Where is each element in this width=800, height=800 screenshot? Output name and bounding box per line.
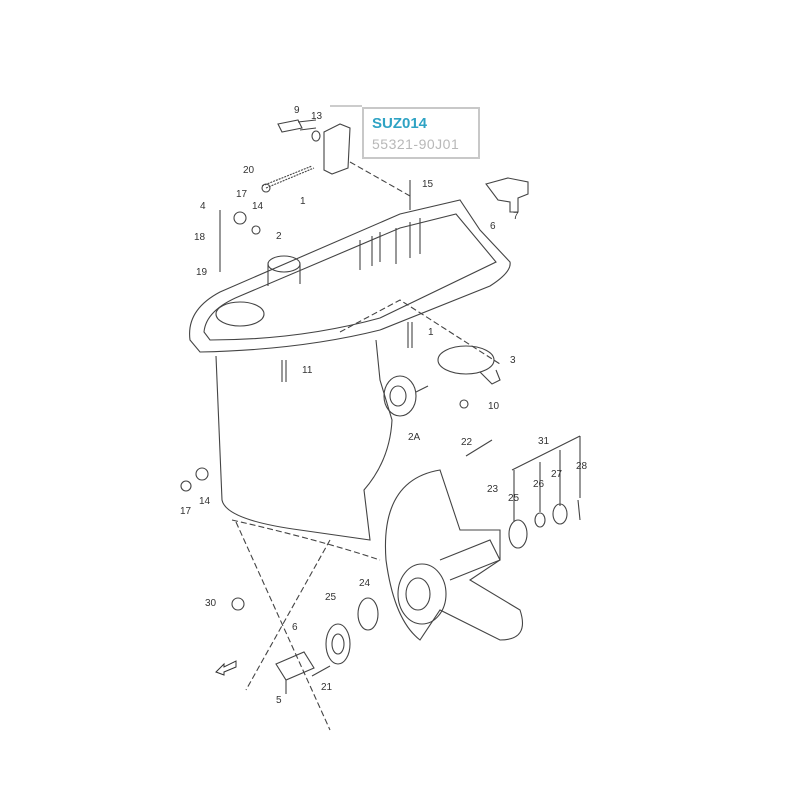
callout-label: 9 <box>294 105 300 116</box>
part-info-box: SUZ014 55321-90J01 <box>362 107 480 159</box>
anode <box>437 345 495 375</box>
callout-label: 21 <box>321 682 333 693</box>
callout-label: 15 <box>422 179 434 190</box>
callout-label: 26 <box>533 479 545 490</box>
forward-arrow-icon <box>215 660 237 676</box>
callout-label: 24 <box>359 578 371 589</box>
callout-label: 14 <box>252 201 264 212</box>
callout-label: 2 <box>276 231 282 242</box>
callout-label: 7 <box>513 211 519 222</box>
callout-label: 1 <box>428 327 434 338</box>
part-number: 55321-90J01 <box>372 136 460 152</box>
washer <box>311 130 321 142</box>
callout-label: 4 <box>200 201 206 212</box>
callout-label: 6 <box>292 622 298 633</box>
callout-label: 17 <box>236 189 248 200</box>
callout-label: 6 <box>490 221 496 232</box>
callout-label: 28 <box>576 461 588 472</box>
callout-label: 17 <box>180 506 192 517</box>
propeller <box>384 469 524 641</box>
callout-label: 31 <box>538 436 550 447</box>
callout-label: 2A <box>408 432 421 443</box>
callout-label: 3 <box>510 355 516 366</box>
callout-label: 25 <box>508 493 520 504</box>
gear-case-top <box>189 199 511 353</box>
bolt <box>277 119 317 133</box>
callout-label: 19 <box>196 267 208 278</box>
callout-label: 14 <box>199 496 211 507</box>
callout-label: 1 <box>300 196 306 207</box>
bearing <box>383 375 417 417</box>
callout-label: 11 <box>302 365 313 376</box>
gear-case-lower <box>215 339 393 541</box>
callout-label: 25 <box>325 592 337 603</box>
callout-label: 5 <box>276 695 282 706</box>
callout-label: 20 <box>243 165 255 176</box>
callout-label: 22 <box>461 437 473 448</box>
cover-plate <box>323 123 351 175</box>
callout-label: 18 <box>194 232 206 243</box>
diagram-code: SUZ014 <box>372 115 428 132</box>
callout-label: 23 <box>487 484 499 495</box>
callout-label: 27 <box>551 469 563 480</box>
callout-label: 30 <box>205 598 217 609</box>
callout-label: 10 <box>488 401 500 412</box>
callout-label: 13 <box>311 111 323 122</box>
